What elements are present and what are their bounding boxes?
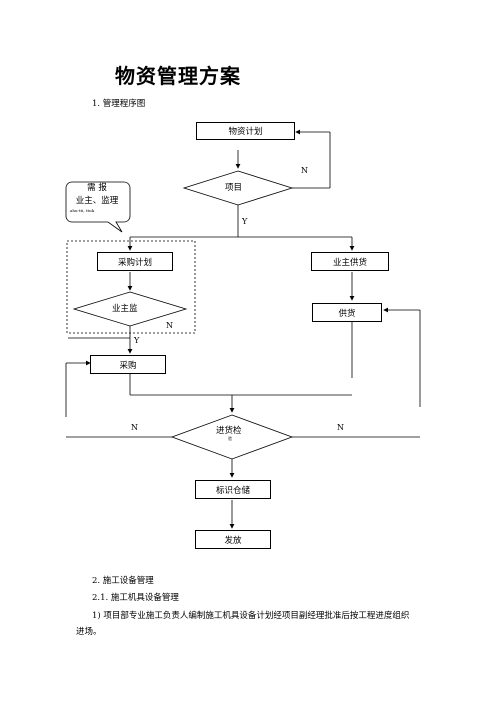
box-supply: 供货 bbox=[312, 303, 382, 322]
box-owner-supply: 业主供货 bbox=[311, 252, 389, 271]
box-procure-plan: 采购计划 bbox=[97, 252, 173, 271]
decision-inspect-shape bbox=[170, 414, 294, 460]
decision-owner-supervise-shape bbox=[72, 291, 188, 327]
decision-project-label: 项目 bbox=[225, 183, 243, 193]
label-n-inspect-right: N bbox=[337, 423, 344, 432]
callout-line2: 业主、监理 bbox=[75, 196, 119, 206]
callout-bubble bbox=[65, 181, 131, 233]
box-purchase: 采购 bbox=[90, 355, 166, 374]
box-material-plan: 物资计划 bbox=[196, 122, 295, 140]
label-n-supervise: N bbox=[166, 321, 173, 330]
page-title: 物资管理方案 bbox=[115, 64, 241, 88]
label-y-project: Y bbox=[242, 217, 248, 226]
decision-owner-supervise-label: 业主监 bbox=[112, 304, 138, 314]
decision-inspect-label: 进货检 bbox=[216, 426, 242, 436]
section-heading-1: 1. 管理程序图 bbox=[92, 99, 146, 109]
box-label-storage: 标识仓储 bbox=[195, 480, 271, 499]
callout-report: 需 报 业主、监理 ahu-tti, ttuk bbox=[66, 182, 128, 226]
paragraph-line-2: 进场。 bbox=[76, 627, 102, 637]
decision-project-shape bbox=[182, 170, 294, 206]
label-y-supervise: Y bbox=[134, 336, 140, 345]
decision-inspect-sub: 验 bbox=[228, 436, 232, 441]
section-heading-2: 2. 施工设备管理 bbox=[92, 576, 154, 586]
callout-small: ahu-tti, ttuk bbox=[70, 208, 95, 213]
label-n-inspect-left: N bbox=[131, 423, 138, 432]
box-issue: 发放 bbox=[195, 530, 271, 549]
dashed-region bbox=[66, 240, 196, 334]
callout-line1: 需 报 bbox=[87, 183, 107, 193]
section-heading-2-1: 2.1. 施工机具设备管理 bbox=[92, 593, 179, 603]
label-n-project: N bbox=[301, 166, 308, 175]
paragraph-line-1: 1) 项目部专业施工负责人编制施工机具设备计划经项目副经理批准后按工程进度组织 bbox=[92, 611, 410, 621]
